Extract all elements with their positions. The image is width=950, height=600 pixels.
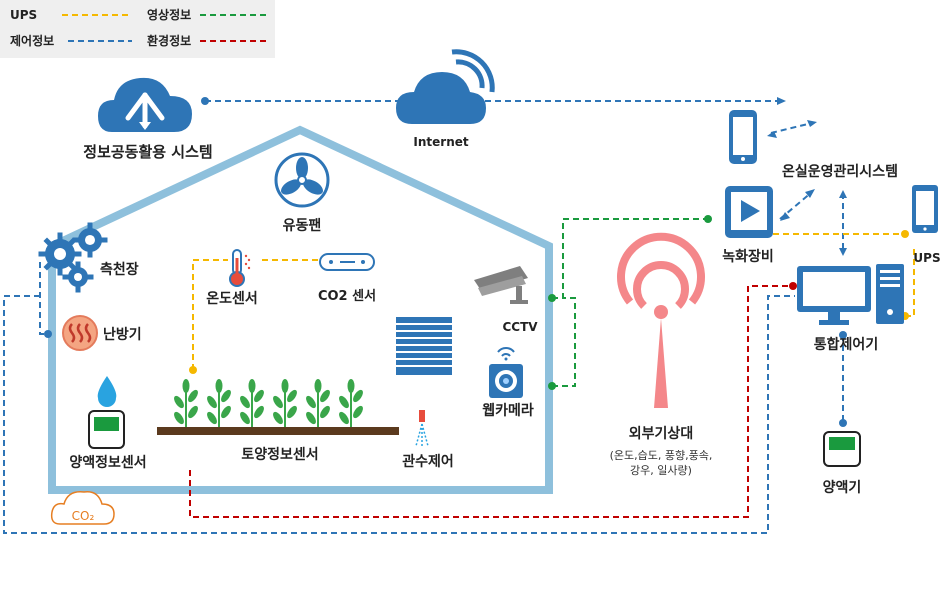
- control-line-recorder: [779, 191, 813, 220]
- gears-icon: [38, 222, 108, 293]
- heater-label: 난방기: [103, 326, 142, 343]
- env-line-soil-controller: [189, 285, 793, 518]
- plant-icon: [240, 379, 264, 427]
- webcam-label: 웹카메라: [482, 403, 534, 419]
- water-drop-icon: [97, 376, 117, 407]
- nutrient-supplier-label: 양액기: [823, 479, 862, 496]
- integrated-controller-icon: [797, 264, 904, 325]
- smartphone-icon: [729, 110, 757, 164]
- weather-station-desc-line2: 강우, 일사량): [630, 463, 692, 477]
- recorder-icon: [725, 186, 773, 238]
- arrow-system-phone: [767, 131, 777, 138]
- connector-dots: [44, 97, 909, 427]
- cctv-label: CCTV: [502, 320, 538, 334]
- arrowheads: [767, 97, 847, 256]
- arrow-internet-right: [777, 97, 786, 105]
- plants-row: [174, 379, 363, 427]
- arrow-phone-system: [807, 120, 817, 127]
- weather-station-desc-line1: (온도,습도, 풍향,풍속,: [610, 449, 713, 462]
- control-line-outer-loop: [3, 295, 795, 534]
- recorder-label: 녹화장비: [722, 248, 774, 265]
- fan-label: 유동팬: [283, 218, 322, 234]
- nutrient-sensor-label: 양액정보센서: [69, 454, 146, 471]
- co2-cloud-badge: [50, 491, 115, 525]
- plant-icon: [174, 379, 198, 427]
- thermometer-icon: [229, 249, 251, 287]
- legend-ups-label: UPS: [10, 8, 37, 22]
- plant-icon: [207, 379, 231, 427]
- cctv-icon: [474, 266, 528, 304]
- connection-lines: [3, 100, 915, 534]
- integrated-controller-label: 통합제어기: [814, 336, 878, 353]
- heater-icon: [62, 315, 98, 351]
- greenhouse-system-label: 온실운영관리시스템: [782, 163, 898, 180]
- blinds-icon: [396, 317, 452, 375]
- video-line-cctv: [552, 218, 708, 299]
- internet-cloud-icon: [396, 49, 495, 124]
- soil-bed: [157, 427, 399, 435]
- ups-line-temp: [192, 259, 228, 370]
- plant-icon: [339, 379, 363, 427]
- control-line-heater: [39, 262, 48, 335]
- co2-sensor-icon: [319, 253, 375, 271]
- video-line-webcam: [552, 297, 576, 387]
- legend: UPS 영상정보 제어정보 환경정보: [0, 0, 275, 58]
- weather-meter-label: 측천장: [100, 261, 139, 278]
- co2-sensor-label: CO2 센서: [318, 288, 376, 304]
- greenhouse-outline: [48, 125, 553, 494]
- cloud-system-label: 정보공동활용 시스템: [83, 143, 212, 161]
- internet-label: Internet: [413, 135, 468, 149]
- irrigation-nozzle-icon: [415, 410, 429, 447]
- arrow-controller-system: [839, 190, 847, 198]
- fan-icon: [274, 152, 330, 208]
- co2-badge-label: CO₂: [72, 509, 95, 523]
- plant-icon: [306, 379, 330, 427]
- irrigation-label: 관수제어: [402, 453, 454, 470]
- webcam-icon: [489, 347, 523, 398]
- arrow-system-controller: [839, 248, 847, 256]
- temp-sensor-label: 온도센서: [206, 291, 258, 307]
- ups-right-label: UPS: [913, 251, 940, 265]
- nutrient-sensor-device-icon: [88, 410, 125, 449]
- legend-env-label: 환경정보: [147, 33, 191, 48]
- weather-station-antenna-icon: [617, 232, 705, 408]
- legend-control-label: 제어정보: [10, 33, 54, 48]
- legend-video-label: 영상정보: [147, 7, 191, 22]
- weather-station-label: 외부기상대: [629, 425, 693, 442]
- arrow-recorder-system: [805, 189, 815, 198]
- nutrient-supplier-icon: [823, 431, 861, 467]
- cloud-system-icon: [98, 77, 192, 132]
- arrow-system-recorder: [780, 212, 790, 221]
- ups-device-icon: [912, 185, 938, 233]
- soil-sensor-label: 토양정보센서: [241, 446, 318, 463]
- plant-icon: [273, 379, 297, 427]
- control-line-phone: [770, 122, 813, 134]
